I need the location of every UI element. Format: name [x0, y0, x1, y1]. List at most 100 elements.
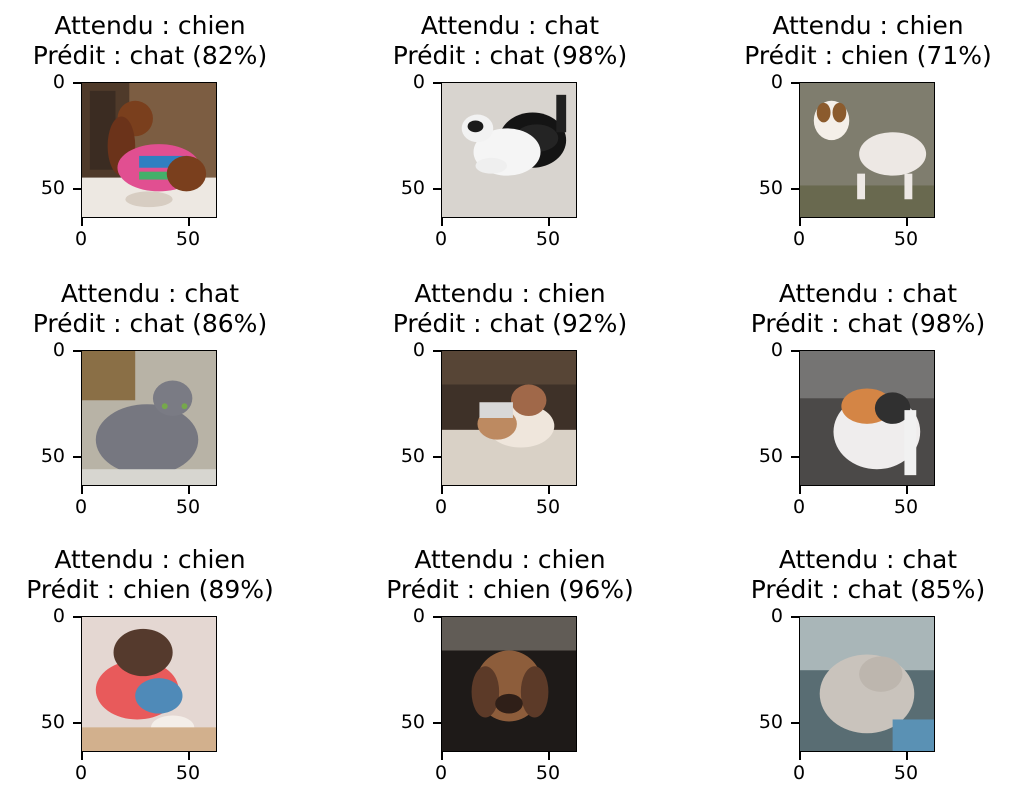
image-axes [441, 616, 577, 752]
y-tick-label: 50 [40, 711, 65, 733]
y-tick-label: 0 [412, 339, 425, 361]
y-tick [433, 82, 441, 84]
panel-predicted-label: Prédit : chien (71%) [744, 41, 992, 70]
y-tick-label: 0 [412, 605, 425, 627]
y-tick-label: 50 [758, 711, 783, 733]
y-tick-label: 50 [40, 177, 65, 199]
panel-predicted-label: Prédit : chien (96%) [386, 575, 634, 604]
prediction-panel-3: Attendu : chien Prédit : chien (71%) 0 5… [718, 0, 1011, 260]
y-tick-label: 0 [770, 71, 783, 93]
y-tick-label: 0 [412, 71, 425, 93]
x-tick [441, 752, 443, 760]
y-tick-label: 50 [758, 445, 783, 467]
x-tick-label: 50 [175, 228, 201, 250]
panel-expected-label: Attendu : chat [778, 279, 958, 308]
y-tick-label: 50 [758, 177, 783, 199]
x-tick [906, 486, 908, 494]
y-tick [73, 82, 81, 84]
y-tick-label: 50 [400, 711, 425, 733]
prediction-panel-9: Attendu : chat Prédit : chat (85%) 0 50 … [718, 534, 1011, 787]
y-tick [73, 456, 81, 458]
y-tick [433, 188, 441, 190]
image-axes [81, 82, 217, 218]
panel-expected-label: Attendu : chat [60, 279, 240, 308]
x-tick [799, 218, 801, 226]
x-tick-label: 50 [175, 496, 201, 518]
prediction-panel-5: Attendu : chien Prédit : chat (92%) 0 50… [360, 268, 660, 528]
y-tick-label: 50 [400, 177, 425, 199]
image-axes [441, 350, 577, 486]
y-tick [791, 456, 799, 458]
prediction-panel-7: Attendu : chien Prédit : chien (89%) 0 5… [0, 534, 300, 787]
x-tick [441, 486, 443, 494]
image-axes [799, 350, 935, 486]
y-tick-label: 0 [770, 605, 783, 627]
panel-expected-label: Attendu : chat [420, 11, 600, 40]
panel-predicted-label: Prédit : chat (86%) [32, 309, 268, 338]
y-tick-label: 50 [400, 445, 425, 467]
dog-thumbnail-image [442, 351, 576, 485]
x-tick-label: 0 [792, 762, 806, 784]
dog-thumbnail-image [442, 617, 576, 751]
x-tick [81, 486, 83, 494]
y-tick [433, 722, 441, 724]
x-tick-label: 0 [434, 762, 448, 784]
image-axes [81, 350, 217, 486]
prediction-panel-4: Attendu : chat Prédit : chat (86%) 0 50 … [0, 268, 300, 528]
y-tick-label: 0 [52, 339, 65, 361]
x-tick [548, 486, 550, 494]
x-tick-label: 0 [74, 496, 88, 518]
cat-thumbnail-image [800, 351, 934, 485]
dog-thumbnail-image [800, 83, 934, 217]
x-tick [799, 486, 801, 494]
y-tick-label: 50 [40, 445, 65, 467]
y-tick [433, 616, 441, 618]
x-tick-label: 0 [74, 228, 88, 250]
x-tick-label: 0 [434, 228, 448, 250]
x-tick [188, 486, 190, 494]
panel-expected-label: Attendu : chat [778, 545, 958, 574]
y-tick [791, 350, 799, 352]
image-axes [799, 82, 935, 218]
x-tick-label: 0 [434, 496, 448, 518]
panel-expected-label: Attendu : chien [54, 545, 246, 574]
x-tick-label: 50 [893, 228, 919, 250]
x-tick-label: 50 [175, 762, 201, 784]
y-tick [791, 616, 799, 618]
y-tick [791, 82, 799, 84]
image-axes [799, 616, 935, 752]
y-tick-label: 0 [52, 71, 65, 93]
panel-predicted-label: Prédit : chat (98%) [392, 41, 628, 70]
x-tick-label: 0 [74, 762, 88, 784]
panel-predicted-label: Prédit : chat (85%) [750, 575, 986, 604]
prediction-panel-6: Attendu : chat Prédit : chat (98%) 0 50 … [718, 268, 1011, 528]
prediction-panel-8: Attendu : chien Prédit : chien (96%) 0 5… [360, 534, 660, 787]
panel-predicted-label: Prédit : chat (82%) [32, 41, 268, 70]
x-tick [81, 218, 83, 226]
x-tick-label: 50 [535, 496, 561, 518]
y-tick [433, 456, 441, 458]
y-tick [791, 188, 799, 190]
x-tick-label: 0 [792, 228, 806, 250]
y-tick [73, 188, 81, 190]
x-tick-label: 50 [535, 228, 561, 250]
panel-expected-label: Attendu : chien [772, 11, 964, 40]
dog-thumbnail-image [82, 617, 216, 751]
x-tick [441, 218, 443, 226]
cat-thumbnail-image [442, 83, 576, 217]
y-tick [73, 722, 81, 724]
panel-expected-label: Attendu : chien [414, 279, 606, 308]
image-axes [81, 616, 217, 752]
x-tick [906, 218, 908, 226]
x-tick-label: 0 [792, 496, 806, 518]
panel-predicted-label: Prédit : chat (92%) [392, 309, 628, 338]
cat-thumbnail-image [82, 351, 216, 485]
y-tick-label: 0 [770, 339, 783, 361]
x-tick [906, 752, 908, 760]
x-tick [548, 218, 550, 226]
x-tick-label: 50 [535, 762, 561, 784]
dog-thumbnail-image [82, 83, 216, 217]
x-tick [188, 218, 190, 226]
prediction-panel-1: Attendu : chien Prédit : chat (82%) 0 50… [0, 0, 300, 260]
y-tick [791, 722, 799, 724]
